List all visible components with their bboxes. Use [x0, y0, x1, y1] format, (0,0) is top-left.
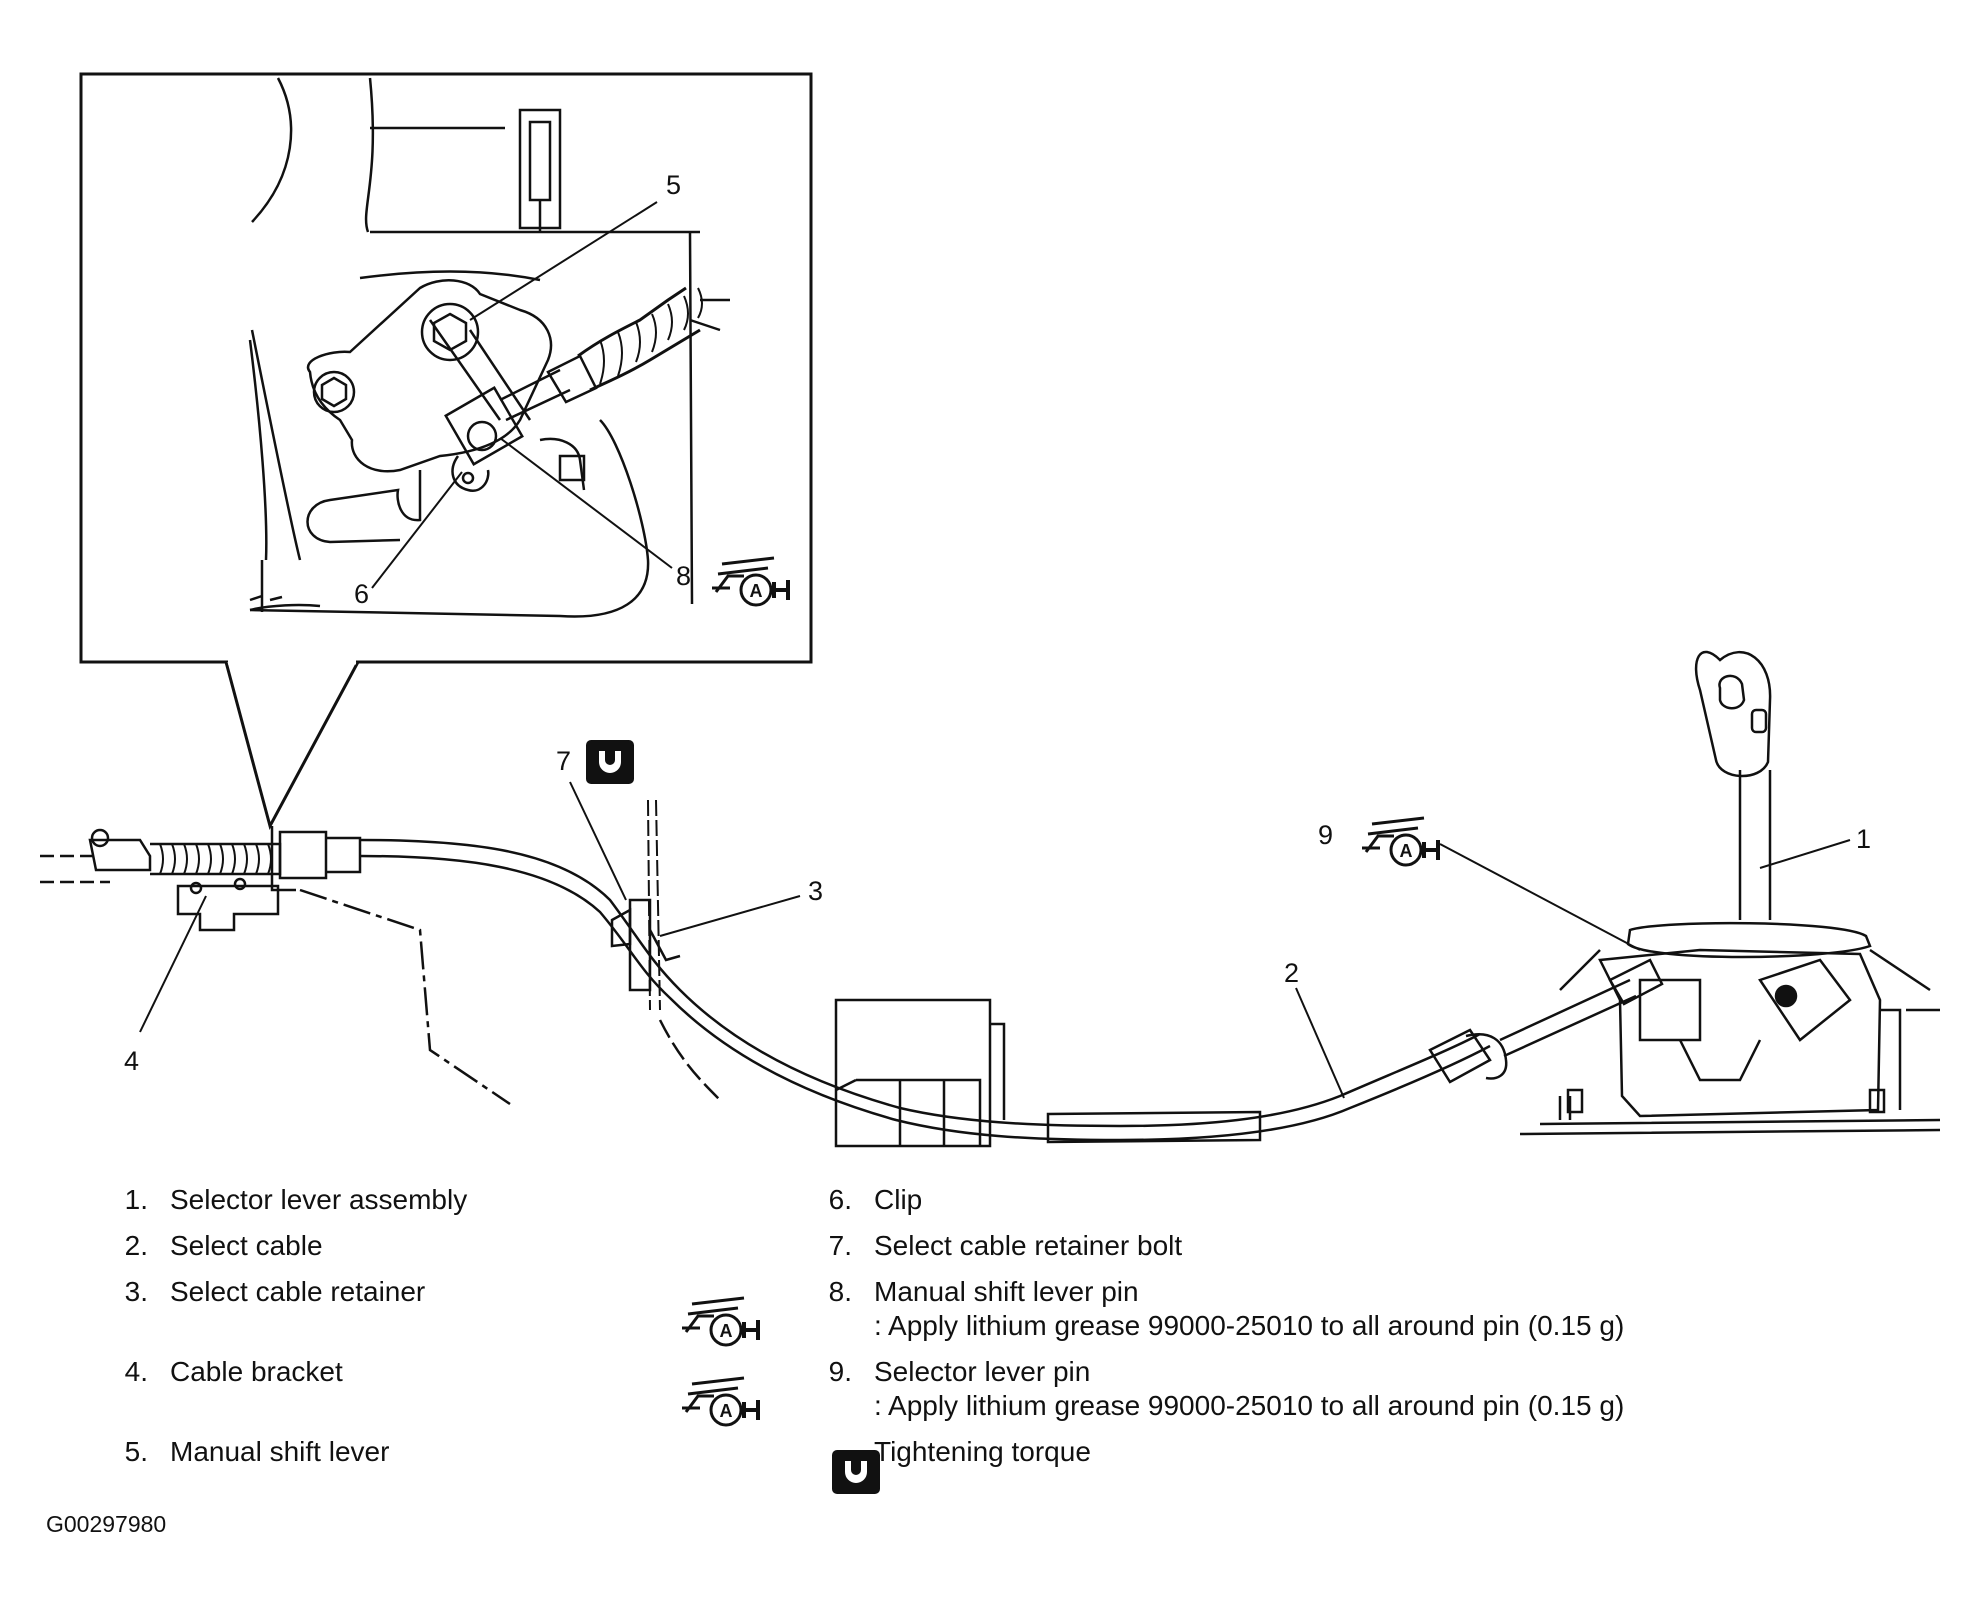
selector-knob: [1694, 650, 1772, 778]
leader-1: [1759, 839, 1851, 869]
legend-item-4: 4. Cable bracket: [96, 1355, 343, 1389]
legend-item-2: 2. Select cable: [96, 1229, 323, 1263]
legend-label: Clip: [874, 1184, 923, 1215]
legend-number: 4.: [124, 1356, 148, 1387]
legend-label: Tightening torque: [874, 1436, 1091, 1467]
shift-lever-plate: [306, 279, 553, 473]
grease-apply-icon: [680, 1376, 760, 1427]
legend-number: 6.: [828, 1184, 852, 1215]
cable-bracket: [176, 884, 280, 932]
legend-label: Cable bracket: [170, 1356, 343, 1387]
detail-inset: [79, 72, 813, 831]
leader-4: [139, 895, 207, 1033]
select-cable-retainer: [628, 898, 652, 992]
callout-4: 4: [124, 1046, 139, 1076]
leader-6: [371, 471, 463, 589]
legend-item-1: 1. Selector lever assembly: [96, 1183, 468, 1217]
legend-item-9: 9. Selector lever pin : Apply lithium gre…: [800, 1355, 1625, 1423]
leader-5: [469, 201, 658, 321]
tightening-torque-icon: [586, 740, 634, 784]
leader-2: [1295, 987, 1345, 1099]
leader-9: [1439, 843, 1641, 951]
leader-3: [659, 895, 801, 937]
legend-label: Select cable retainer bolt: [874, 1230, 1183, 1261]
selector-lever-assembly: [1626, 921, 1872, 959]
callout-9: 9: [1318, 820, 1333, 850]
callout-3: 3: [808, 876, 823, 906]
figure-id: G00297980: [46, 1511, 167, 1537]
grease-apply-icon: [1360, 816, 1440, 867]
legend-number: 1.: [124, 1184, 148, 1215]
legend-item-8: 8. Manual shift lever pin : Apply lithium…: [800, 1275, 1625, 1343]
legend-number: 9.: [828, 1356, 852, 1387]
inset-frame: [79, 72, 813, 664]
legend-label: Select cable retainer: [170, 1276, 426, 1307]
legend-item-3: 3. Select cable retainer: [96, 1275, 426, 1309]
callout-8: 8: [676, 561, 691, 591]
legend-number: 7.: [828, 1230, 852, 1261]
callout-5: 5: [666, 170, 681, 200]
legend-label: Manual shift lever pin: [874, 1276, 1139, 1307]
legend-item-7: 7. Select cable retainer bolt: [800, 1229, 1183, 1263]
inset-pointer: [224, 661, 360, 831]
legend-number: 8.: [828, 1276, 852, 1307]
grease-apply-icon: [710, 556, 790, 607]
grease-apply-icon: [680, 1296, 760, 1347]
legend-number: 3.: [124, 1276, 148, 1307]
callout-1: 1: [1856, 824, 1871, 854]
leader-8: [499, 437, 673, 569]
legend-number: 5.: [124, 1436, 148, 1467]
leader-7: [569, 781, 627, 901]
legend-note: : Apply lithium grease 99000-25010 to al…: [874, 1310, 1625, 1341]
legend-item-5: 5. Manual shift lever: [96, 1435, 390, 1469]
legend-label: Selector lever pin: [874, 1356, 1091, 1387]
legend-note: : Apply lithium grease 99000-25010 to al…: [874, 1390, 1625, 1421]
legend-label: Manual shift lever: [170, 1436, 390, 1467]
main-view: [40, 650, 1941, 1148]
callout-6: 6: [354, 579, 369, 609]
legend-item-6: 6. Clip: [800, 1183, 923, 1217]
legend-label: Select cable: [170, 1230, 323, 1261]
callout-2: 2: [1284, 958, 1299, 988]
legend-number: 2.: [124, 1230, 148, 1261]
legend-label: Selector lever assembly: [170, 1184, 468, 1215]
select-cable: [359, 838, 1481, 1128]
tightening-torque-icon: [832, 1450, 880, 1494]
callout-7: 7: [556, 746, 571, 776]
legend-torque: Tightening torque: [800, 1435, 1091, 1469]
